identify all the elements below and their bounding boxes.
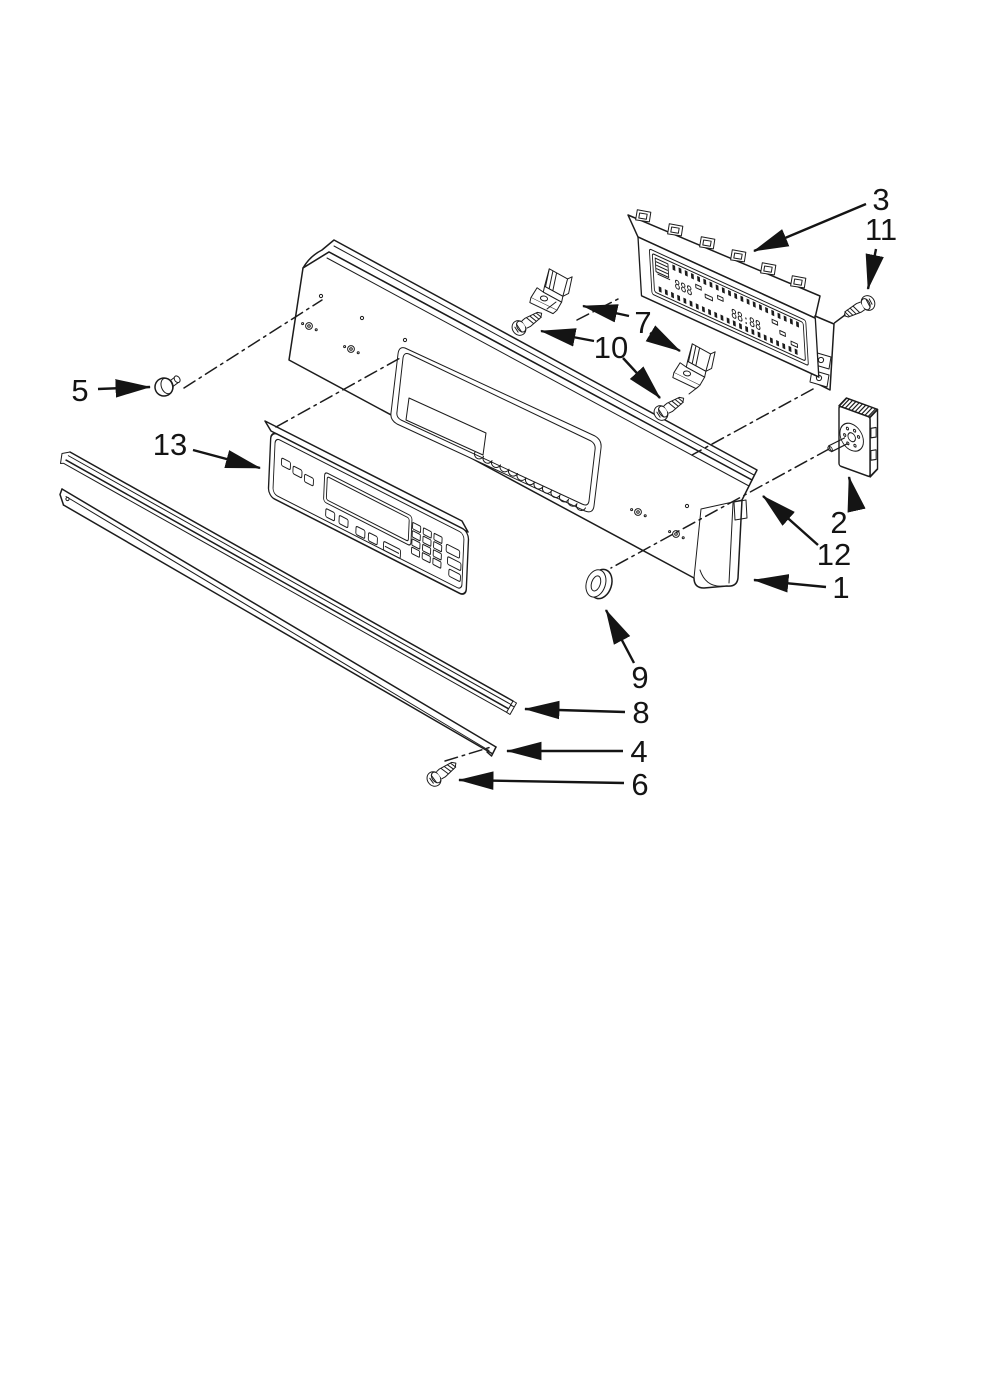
panel-hole-dot — [359, 315, 365, 321]
part-screw-11 — [840, 292, 878, 323]
part-channel-rail — [60, 451, 517, 715]
callout-11: 11 — [865, 212, 897, 291]
panel-hole-dot — [684, 503, 690, 509]
leader-arrow-10b — [622, 357, 661, 399]
display-tick-row-top — [672, 264, 800, 328]
part-control-panel-body — [288, 239, 758, 589]
leader-arrow-10a — [539, 328, 595, 347]
leader-arrow-7a — [581, 304, 630, 323]
callout-number-3: 3 — [872, 182, 889, 217]
leader-arrow-9 — [604, 609, 636, 664]
callout-number-10: 10 — [594, 330, 628, 365]
callout-number-5: 5 — [71, 373, 88, 408]
part-timer-switch — [827, 397, 879, 478]
callout-number-9: 9 — [631, 660, 648, 695]
callout-number-8: 8 — [632, 695, 649, 730]
callout-number-11: 11 — [865, 212, 897, 247]
display-tick-row-bottom — [658, 286, 800, 356]
callout-7: 7 — [581, 304, 681, 353]
callout-3: 3 — [753, 182, 890, 253]
callout-6: 6 — [457, 767, 649, 802]
callout-13: 13 — [153, 427, 261, 470]
part-overlay-panel — [264, 420, 470, 595]
leader-arrow-1 — [752, 574, 827, 593]
callout-5: 5 — [71, 373, 152, 408]
axis-screw6 — [444, 746, 492, 762]
panel-hole-dot — [402, 337, 408, 343]
callout-8: 8 — [523, 695, 650, 730]
callout-4: 4 — [505, 734, 648, 769]
callout-number-4: 4 — [630, 734, 647, 769]
leader-arrow-8 — [523, 700, 626, 720]
callout-9: 9 — [604, 609, 649, 695]
part-electronic-control-board: 888 88:88 — [627, 206, 835, 391]
panel-hole-dot — [318, 293, 324, 299]
board-logo-box — [654, 257, 670, 279]
axis-screw5 — [183, 299, 323, 389]
part-shaft-cap — [585, 568, 613, 600]
axis-switch-shaft — [610, 448, 830, 569]
callout-12: 12 — [762, 495, 851, 572]
leader-arrow-6 — [457, 771, 625, 790]
part-screw-5 — [154, 375, 181, 397]
callout-number-2: 2 — [830, 505, 847, 540]
callout-number-6: 6 — [631, 767, 648, 802]
callout-number-7: 7 — [634, 305, 651, 340]
callout-1: 1 — [752, 570, 850, 605]
axis-board-right — [691, 388, 814, 456]
part-trim-strip — [59, 488, 497, 757]
leader-arrow-7b — [645, 325, 681, 353]
callout-number-1: 1 — [832, 570, 849, 605]
axis-screw11 — [832, 314, 846, 325]
part-screw-10a — [508, 301, 557, 339]
callout-number-13: 13 — [153, 427, 187, 462]
leader-arrow-2 — [847, 475, 866, 513]
callout-number-12: 12 — [817, 537, 851, 572]
part-screw-10b — [650, 386, 699, 424]
part-screw-6 — [423, 756, 461, 790]
leader-arrow-13 — [192, 448, 261, 470]
callout-10: 10 — [539, 328, 661, 399]
leader-arrow-12 — [762, 495, 819, 546]
leader-arrow-5 — [97, 379, 152, 398]
part-bracket-7a — [528, 265, 574, 317]
callout-2: 2 — [830, 475, 866, 540]
leader-arrow-11 — [865, 248, 884, 291]
leader-arrow-3 — [753, 202, 867, 253]
axis-overlay — [275, 356, 403, 428]
